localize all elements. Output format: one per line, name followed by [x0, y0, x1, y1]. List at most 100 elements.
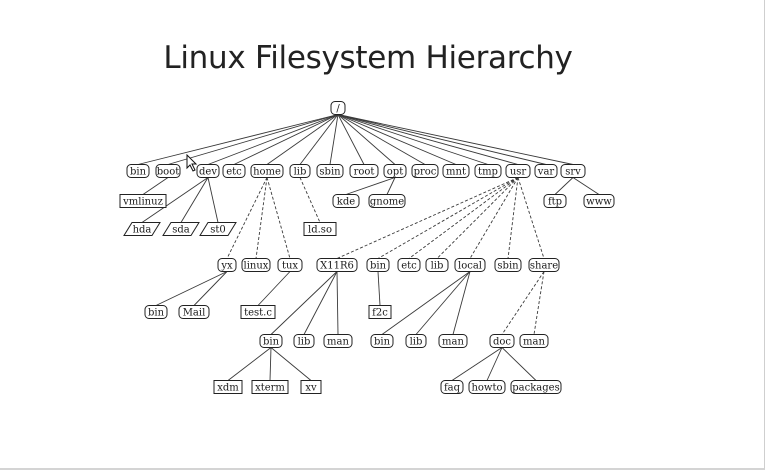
node-box: [119, 194, 167, 208]
edge-x11bin-xdm: [227, 347, 272, 381]
edge-opt-kde: [345, 177, 396, 195]
edge-usr-lib: [436, 177, 519, 259]
node-label: root: [354, 167, 375, 178]
node-label: etc: [226, 167, 242, 178]
node-label: bin: [263, 337, 280, 348]
node-box: [368, 305, 392, 319]
node-l1-opt: opt: [383, 164, 407, 178]
node-share-doc: doc: [489, 334, 515, 348]
node-label: opt: [387, 167, 403, 178]
edge-tux-testc: [257, 271, 291, 306]
node-local-bin: bin: [370, 334, 394, 348]
node-dev-sda: sda: [162, 222, 200, 236]
node-box: [405, 334, 427, 348]
node-box: [534, 164, 558, 178]
node-label: sbin: [319, 167, 341, 178]
node-yx-mail: Mail: [178, 305, 210, 319]
node-label: Mail: [183, 308, 206, 319]
node-x11bin-xterm: xterm: [251, 380, 289, 394]
node-box: [494, 258, 522, 272]
node-box: [155, 164, 181, 178]
node-vmlinuz: vmlinuz: [119, 194, 167, 208]
node-l1-usr: usr: [505, 164, 531, 178]
node-x11r6-bin: bin: [259, 334, 283, 348]
node-usr-x11r6: X11R6: [316, 258, 358, 272]
node-box: [349, 164, 379, 178]
node-doc-howto: howto: [468, 380, 506, 394]
edge-srv-ftp: [554, 177, 574, 195]
node-label: xterm: [255, 383, 285, 394]
edge-lib-ldso: [299, 177, 321, 223]
node-box: [425, 258, 449, 272]
edge-local-lib: [415, 271, 471, 335]
edge-usr-X11R6: [336, 177, 519, 259]
node-local-lib: lib: [405, 334, 427, 348]
node-label: man: [327, 337, 349, 348]
node-label: ftp: [548, 197, 562, 208]
node-x11r6-lib: lib: [293, 334, 315, 348]
node-box: [303, 222, 337, 236]
edge-root-dev: [207, 114, 339, 165]
node-l1-etc: etc: [222, 164, 246, 178]
node-label: srv: [565, 167, 581, 178]
edge-dev-st0: [207, 177, 219, 223]
node-label: share: [530, 261, 558, 272]
node-label: etc: [401, 261, 417, 272]
edge-root-bin: [137, 114, 339, 165]
edge-x11r6-lib: [303, 271, 338, 335]
node-doc-packages: packages: [510, 380, 562, 394]
node-label: lib: [431, 261, 444, 272]
node-box: [250, 164, 284, 178]
edge-usr-bin: [377, 177, 519, 259]
node-f2c: f2c: [368, 305, 392, 319]
node-label: bin: [374, 337, 391, 348]
edge-opt-gnome: [386, 177, 396, 195]
node-box: [240, 305, 276, 319]
edge-home-yx: [226, 177, 268, 259]
edge-x11r6-man: [336, 271, 339, 335]
node-l1-var: var: [534, 164, 558, 178]
node-label: yx: [220, 261, 233, 272]
node-box: [489, 334, 515, 348]
node-box: [123, 222, 161, 236]
node-box: [323, 334, 353, 348]
node-label: sbin: [497, 261, 519, 272]
node-usr-share: share: [528, 258, 560, 272]
edge-root-proc: [337, 114, 426, 165]
node-srv-ftp: ftp: [543, 194, 567, 208]
node-box: [300, 380, 322, 394]
node-share-man: man: [519, 334, 549, 348]
node-label: mnt: [446, 167, 466, 178]
node-usr-sbin: sbin: [494, 258, 522, 272]
node-dev-hda: hda: [123, 222, 161, 236]
node-l1-bin: bin: [126, 164, 150, 178]
node-dev-st0: st0: [199, 222, 237, 236]
node-label: gnome: [370, 197, 404, 208]
node-l1-home: home: [250, 164, 284, 178]
node-usr-etc: etc: [397, 258, 421, 272]
slide-title: Linux Filesystem Hierarchy: [163, 40, 573, 76]
node-box: [560, 164, 586, 178]
node-usr-bin: bin: [366, 258, 390, 272]
edge-root-var: [337, 114, 547, 165]
edge-usr-local: [469, 177, 519, 259]
node-label: xv: [305, 383, 317, 394]
node-box: [178, 305, 210, 319]
node-box: [259, 334, 283, 348]
node-box: [519, 334, 549, 348]
node-label: X11R6: [320, 261, 354, 272]
edge-yx-bin: [155, 271, 228, 306]
edge-home-linux: [255, 177, 268, 259]
node-label: test.c: [244, 308, 272, 319]
edge-root-home: [266, 114, 339, 165]
node-x11r6-man: man: [323, 334, 353, 348]
node-label: doc: [493, 337, 511, 348]
edge-usrbin-f2c: [377, 271, 381, 306]
node-local-man: man: [438, 334, 468, 348]
edge-dev-hda: [141, 177, 209, 223]
node-label: usr: [510, 167, 527, 178]
node-box: [277, 258, 303, 272]
edge-root-tmp: [337, 114, 489, 165]
node-box: [368, 194, 406, 208]
